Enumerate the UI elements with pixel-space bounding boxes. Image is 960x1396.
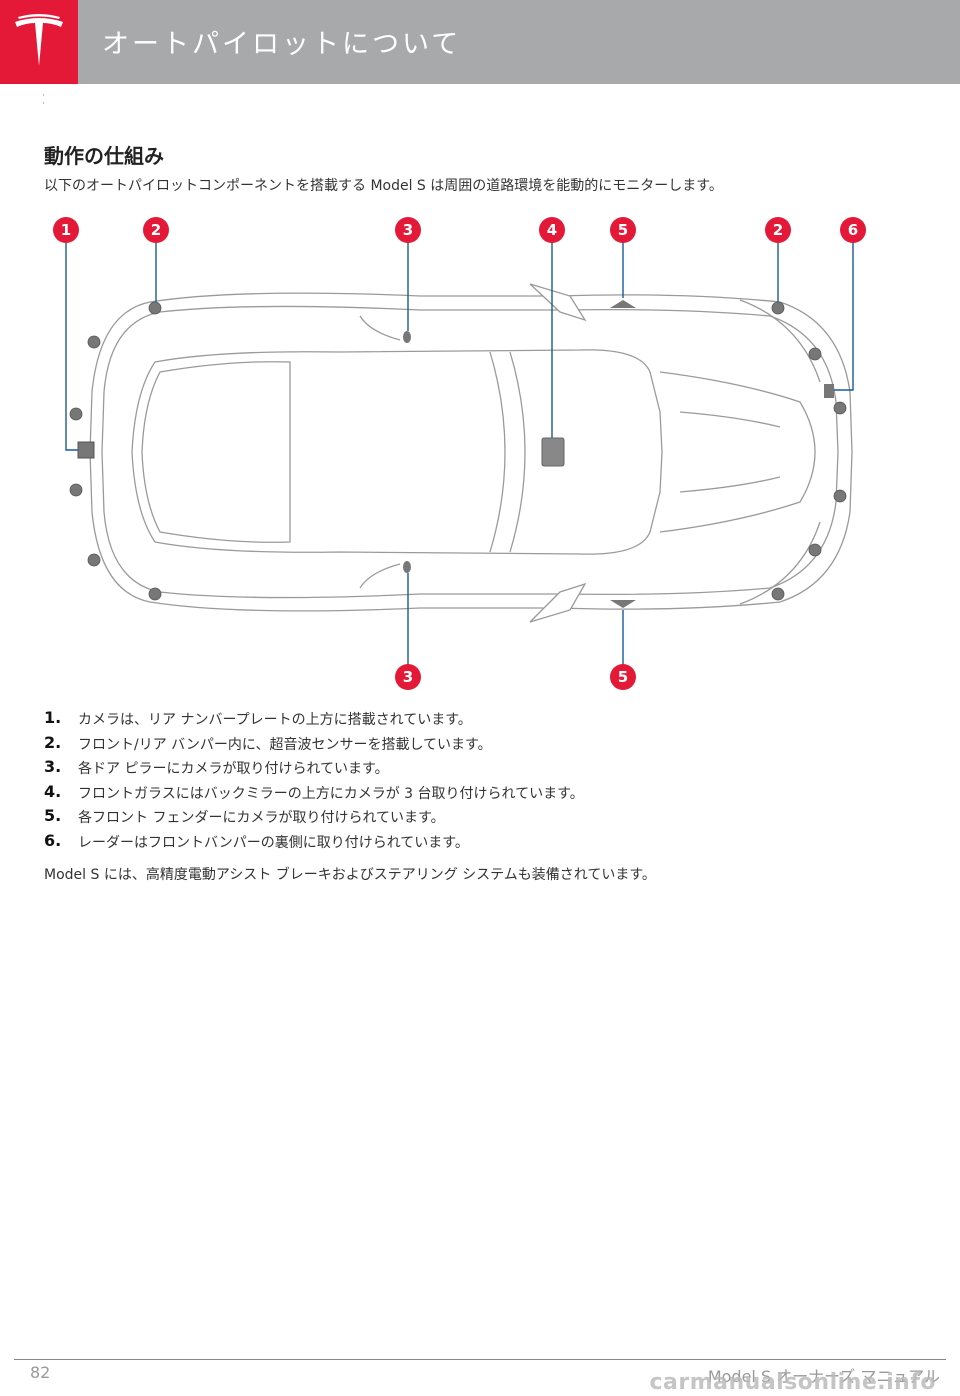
footer-divider <box>14 1359 946 1360</box>
list-item-number: 2. <box>44 732 62 752</box>
page-number: 82 <box>30 1363 51 1382</box>
list-item-number: 3. <box>44 757 62 776</box>
callout-number: 3 <box>403 221 413 239</box>
list-item-number: 4. <box>44 781 62 801</box>
callout-badge: 4 <box>539 217 565 243</box>
callout-number: 5 <box>618 221 628 239</box>
list-item-text: フロント/リア バンパー内に、超音波センサーを搭載しています。 <box>78 736 492 753</box>
callout-number: 2 <box>773 221 783 239</box>
callout-number: 2 <box>151 221 161 239</box>
callout-badge: 1 <box>53 217 79 243</box>
watermark: carmanualsonline.info <box>649 1370 936 1395</box>
callout-badge: 2 <box>143 217 169 243</box>
footer-manual-title: Model S オーナーズ マニュアル <box>707 1367 940 1386</box>
callout-number: 1 <box>61 221 71 239</box>
tesla-logo <box>0 0 78 84</box>
callout-number: 6 <box>848 221 858 239</box>
list-item-number: 1. <box>44 708 62 727</box>
callout-number: 3 <box>403 668 413 686</box>
callout-badge: 2 <box>765 217 791 243</box>
list-item-number: 5. <box>44 806 62 825</box>
callout-number: 5 <box>618 668 628 686</box>
callout-badge: 3 <box>395 664 421 690</box>
list-item-number: 6. <box>44 830 62 850</box>
page-header: オートパイロットについて <box>0 0 960 84</box>
list-item-text: フロントガラスにはバックミラーの上方にカメラが 3 台取り付けられています。 <box>78 785 584 802</box>
car-sensor-diagram: 1 2 3 4 5 2 6 3 <box>53 217 866 690</box>
callout-badge: 5 <box>610 217 636 243</box>
intro-text: 以下のオートパイロットコンポーネントを搭載する Model S は周囲の道路環境… <box>44 178 723 194</box>
list-item-text: 各フロント フェンダーにカメラが取り付けられています。 <box>78 810 445 826</box>
list-item-text: カメラは、リア ナンバープレートの上方に搭載されています。 <box>78 712 472 728</box>
section-title: 動作の仕組み <box>44 144 164 168</box>
decorative-dots: ·· <box>42 91 45 109</box>
page-title: オートパイロットについて <box>102 29 462 60</box>
callout-badge: 6 <box>840 217 866 243</box>
list-item-text: 各ドア ピラーにカメラが取り付けられています。 <box>78 761 389 777</box>
list-item-text: レーダーはフロントバンパーの裏側に取り付けられています。 <box>78 834 469 851</box>
tesla-logo-icon <box>15 14 63 66</box>
closing-text: Model S には、高精度電動アシスト ブレーキおよびステアリング システムも… <box>44 867 656 883</box>
callout-number: 4 <box>547 221 557 239</box>
callout-badge: 5 <box>610 664 636 690</box>
callout-badge: 3 <box>395 217 421 243</box>
